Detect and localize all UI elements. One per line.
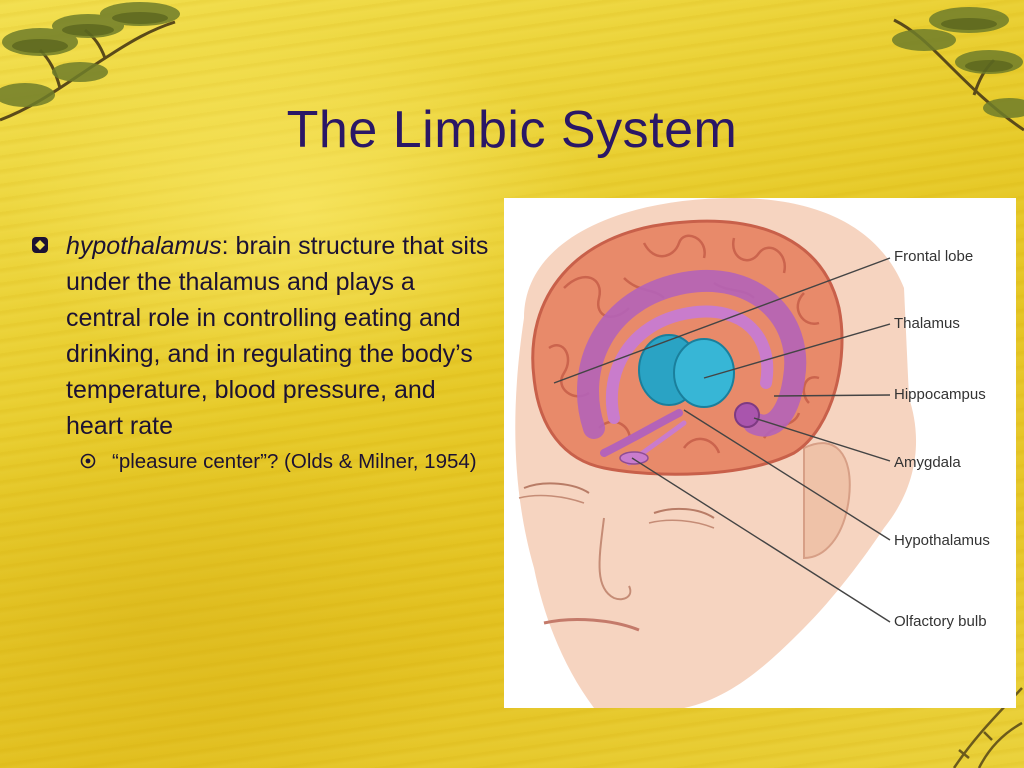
label-thalamus: Thalamus [894,315,960,332]
sub-bullet-text: “pleasure center”? (Olds & Milner, 1954) [112,450,477,473]
label-amygdala: Amygdala [894,454,961,471]
label-frontal-lobe: Frontal lobe [894,248,974,265]
label-olfactory-bulb: Olfactory bulb [894,613,987,630]
brain-illustration [515,198,917,708]
label-hippocampus: Hippocampus [894,386,986,403]
brain-diagram: Frontal lobe Thalamus Hippocampus Amygda… [504,198,1016,708]
circled-dot-bullet-icon [80,446,112,474]
pine-branch-icon [0,2,180,122]
bullet-text: hypothalamus: brain structure that sits … [66,228,492,444]
bullet-term: hypothalamus [66,232,222,260]
diamond-bullet-icon [30,228,66,260]
slide-title: The Limbic System [286,101,738,159]
label-hypothalamus: Hypothalamus [894,532,990,549]
bullet-definition: : brain structure that sits under the th… [66,232,489,440]
sub-bullet-item: “pleasure center”? (Olds & Milner, 1954) [80,446,492,477]
bullet-item: hypothalamus: brain structure that sits … [30,228,492,444]
pine-branch-icon [892,7,1024,132]
bullet-list: hypothalamus: brain structure that sits … [30,228,492,477]
